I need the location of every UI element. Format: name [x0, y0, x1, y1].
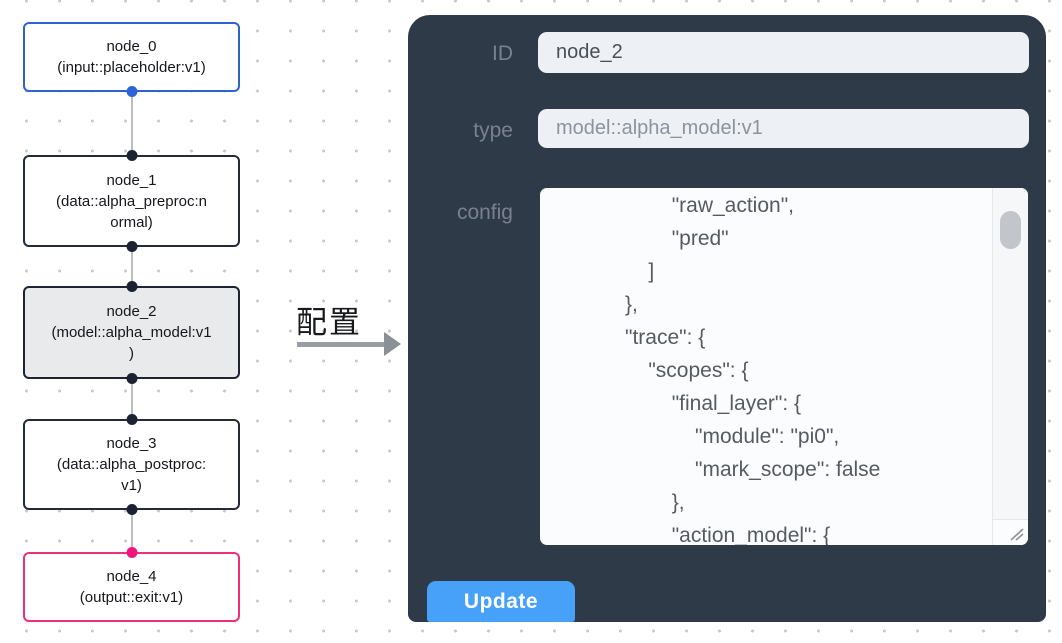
edge-node_0-node_1 — [131, 92, 133, 156]
input-port-handle[interactable] — [126, 281, 137, 292]
flow-node-node_3[interactable]: node_3 (data::alpha_postproc: v1) — [23, 414, 240, 515]
textarea-corner — [992, 519, 1028, 545]
config-scrollbar-track — [992, 188, 1028, 519]
output-port-handle[interactable] — [126, 86, 137, 97]
type-field-label: type — [473, 119, 513, 142]
output-port-handle[interactable] — [126, 241, 137, 252]
id-field-label: ID — [492, 42, 513, 65]
type-input[interactable]: model::alpha_model:v1 — [538, 109, 1029, 148]
config-textarea[interactable]: "raw_action", "pred" ] }, "trace": { "sc… — [540, 188, 1028, 545]
input-port-handle[interactable] — [126, 150, 137, 161]
output-port-handle[interactable] — [126, 373, 137, 384]
node-name: node_3 — [106, 435, 157, 452]
node-type: (output::exit:v1) — [79, 589, 184, 606]
edge-node_3-node_4 — [131, 510, 133, 553]
arrow-right-icon — [297, 342, 384, 347]
config-json-text: "raw_action", "pred" ] }, "trace": { "sc… — [625, 194, 881, 545]
output-port-handle[interactable] — [126, 504, 137, 515]
config-field-label: config — [456, 201, 513, 224]
node-config-panel: ID node_2 type model::alpha_model:v1 con… — [408, 15, 1046, 622]
config-scrollbar-thumb[interactable] — [1000, 211, 1021, 249]
flow-node-node_0[interactable]: node_0 (input::placeholder:v1) — [23, 22, 240, 97]
edge-node_1-node_2 — [131, 247, 133, 287]
update-button[interactable]: Update — [427, 581, 575, 622]
edge-node_2-node_3 — [131, 379, 133, 420]
arrow-right-head-icon — [384, 332, 401, 356]
node-name: node_4 — [106, 568, 157, 585]
config-annotation-label: 配置 — [296, 305, 362, 340]
node-type: (data::alpha_postproc: v1) — [56, 456, 207, 494]
node-type: (data::alpha_preproc:n ormal) — [56, 192, 207, 231]
node-name: node_2 — [106, 303, 157, 320]
input-port-handle[interactable] — [126, 414, 137, 425]
flow-node-node_4[interactable]: node_4 (output::exit:v1) — [23, 547, 240, 622]
node-type: (model::alpha_model:v1 ) — [51, 324, 212, 362]
input-port-handle[interactable] — [126, 547, 137, 558]
flow-node-node_2-selected[interactable]: node_2 (model::alpha_model:v1 ) — [23, 281, 240, 384]
node-name: node_1 — [106, 171, 157, 189]
node-name: node_0 — [106, 38, 157, 55]
id-input[interactable]: node_2 — [538, 32, 1029, 73]
flow-node-node_1[interactable]: node_1 (data::alpha_preproc:n ormal) — [23, 150, 240, 252]
resize-grip-icon[interactable] — [1008, 526, 1026, 542]
node-type: (input::placeholder:v1) — [57, 59, 206, 76]
